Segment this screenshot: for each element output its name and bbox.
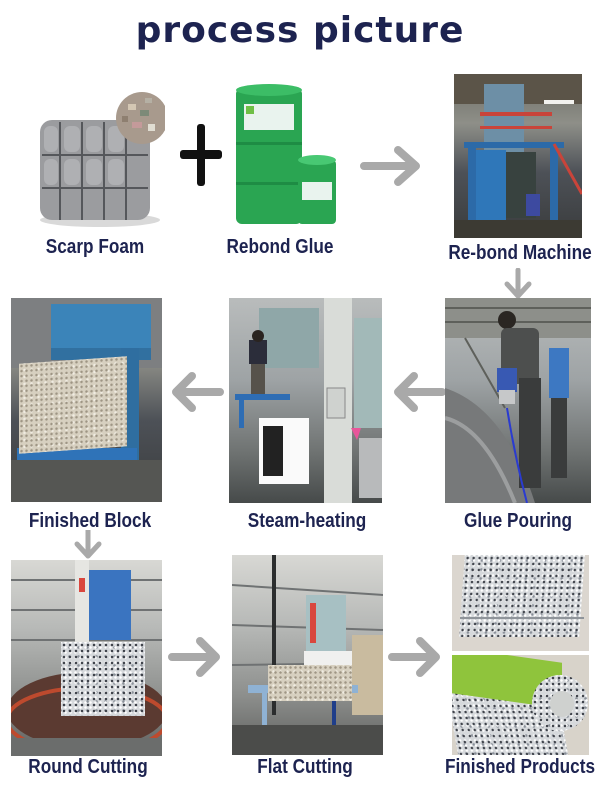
arrow-down-icon <box>73 530 103 560</box>
flat-cutting-image <box>232 555 383 755</box>
step-label-finished-products: Finished Products <box>444 756 596 778</box>
step-label-flat-cutting: Flat Cutting <box>257 756 353 778</box>
step-label-glue-pouring: Glue Pouring <box>464 510 572 532</box>
rebond-machine-image <box>454 74 582 238</box>
scarp-foam-image <box>30 80 165 230</box>
finished-products-sheet-image <box>452 555 589 651</box>
arrow-down-icon <box>503 268 533 300</box>
step-label-finished-block: Finished Block <box>28 510 152 532</box>
page-title: process picture <box>135 10 465 51</box>
step-label-rebond-machine: Re-bond Machine <box>448 242 592 264</box>
step-label-steam-heating: Steam-heating <box>247 510 367 532</box>
arrow-right-icon <box>388 635 444 679</box>
round-cutting-image <box>11 560 162 756</box>
finished-block-image <box>11 298 162 502</box>
arrow-left-icon <box>170 370 224 414</box>
step-label-scarp-foam: Scarp Foam <box>45 236 145 258</box>
plus-icon <box>178 122 224 192</box>
steam-heating-image <box>229 298 382 503</box>
finished-products-roll-image <box>452 655 589 755</box>
arrow-left-icon <box>392 370 446 414</box>
arrow-right-icon <box>168 635 224 679</box>
glue-pouring-image <box>445 298 591 503</box>
rebond-glue-image <box>232 82 340 227</box>
arrow-right-icon <box>360 144 424 188</box>
step-label-round-cutting: Round Cutting <box>28 756 148 778</box>
step-label-rebond-glue: Rebond Glue <box>226 236 334 258</box>
